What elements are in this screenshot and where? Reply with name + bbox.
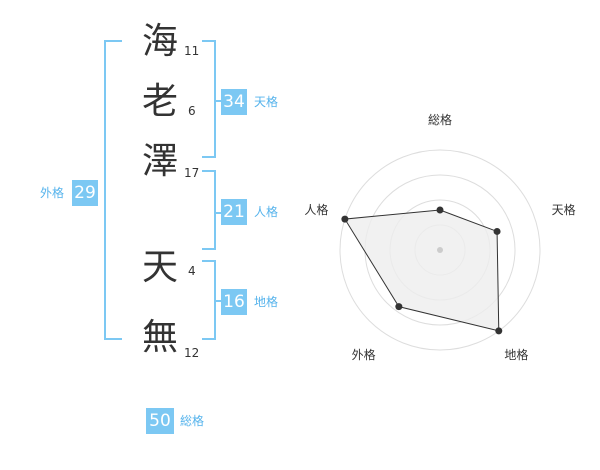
name-char-3: 澤 [141, 141, 178, 182]
chikaku-badge: 16 [221, 289, 247, 315]
tenkaku-label: 天格 [254, 95, 279, 109]
stroke-count-5: 12 [184, 346, 200, 360]
radar-point [493, 227, 501, 235]
tenkaku-badge: 34 [221, 89, 247, 115]
stroke-count-4: 4 [188, 264, 196, 278]
radar-point [395, 303, 403, 311]
radar-point [436, 206, 444, 214]
radar-axis-label: 天格 [552, 202, 576, 217]
name-char-2: 老 [141, 81, 178, 122]
radar-axis-label: 地格 [504, 347, 528, 362]
jinkaku-tick [214, 212, 222, 214]
name-char-4: 天 [141, 247, 178, 288]
radar-axis-label: 総格 [428, 112, 452, 127]
tenkaku-tick [214, 100, 222, 102]
jinkaku-label: 人格 [254, 205, 279, 219]
radar-point [495, 327, 503, 335]
soukaku-badge: 50 [146, 408, 174, 434]
jinkaku-badge: 21 [221, 199, 247, 225]
name-char-5: 無 [141, 317, 178, 358]
gaikaku-label: 外格 [40, 186, 65, 200]
soukaku-label: 総格 [180, 414, 205, 428]
gaikaku-bracket [104, 40, 122, 340]
radar-point [341, 215, 349, 223]
gaikaku-badge: 29 [72, 180, 98, 206]
radar-area [344, 209, 500, 332]
radar-ring [339, 149, 541, 351]
stroke-count-2: 6 [188, 104, 196, 118]
name-char-1: 海 [141, 21, 178, 62]
tenkaku-bracket [202, 40, 216, 158]
chikaku-tick [214, 300, 222, 302]
radar-axis-label: 外格 [352, 347, 376, 362]
radar-center-dot [437, 247, 443, 253]
radar-axis-label: 人格 [304, 202, 328, 217]
stroke-count-3: 17 [184, 166, 200, 180]
chikaku-label: 地格 [254, 295, 279, 309]
jinkaku-bracket [202, 170, 216, 250]
stroke-count-1: 11 [184, 44, 200, 58]
